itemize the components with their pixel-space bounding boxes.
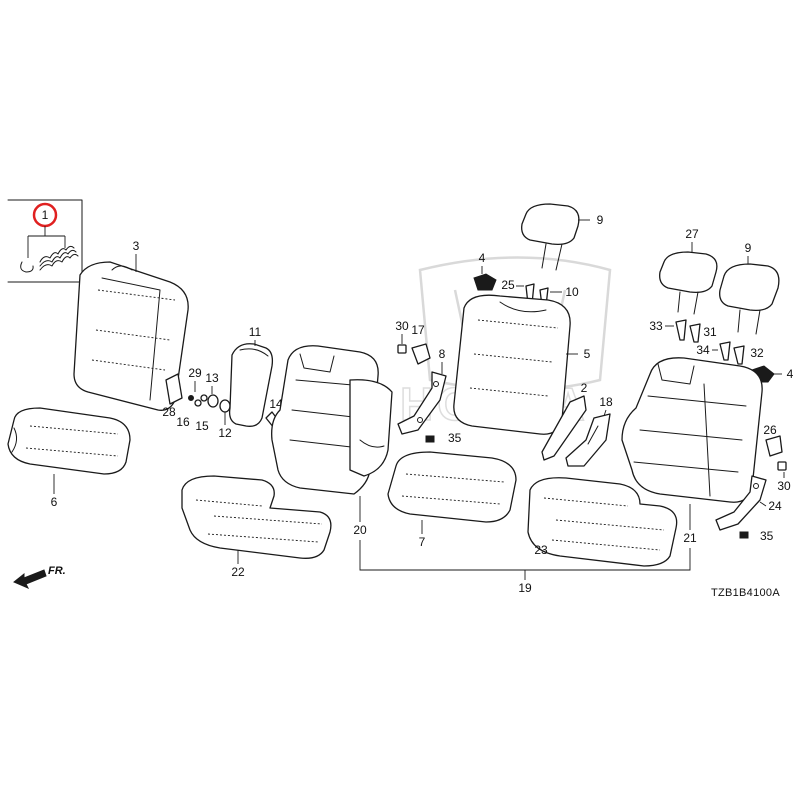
part-12-cap bbox=[219, 399, 231, 413]
part-28-bracket bbox=[165, 373, 183, 405]
callout-4-right[interactable]: 4 bbox=[787, 367, 794, 381]
callout-30-left[interactable]: 30 bbox=[395, 319, 409, 333]
part-8-hinge-bracket bbox=[397, 371, 447, 435]
callout-32[interactable]: 32 bbox=[750, 346, 764, 360]
part-16-pin bbox=[188, 395, 194, 401]
part-9-headrest-center bbox=[521, 203, 580, 271]
callout-14[interactable]: 14 bbox=[269, 397, 283, 411]
part-33-guide bbox=[675, 319, 687, 341]
part-13-bushing bbox=[207, 394, 219, 408]
callout-13[interactable]: 13 bbox=[205, 371, 219, 385]
part-7-center-cushion bbox=[387, 451, 517, 523]
callout-30-right[interactable]: 30 bbox=[777, 479, 791, 493]
part-4-latch-center bbox=[473, 273, 497, 291]
callout-16[interactable]: 16 bbox=[176, 415, 190, 429]
part-22-cushion bbox=[181, 475, 332, 559]
callout-28[interactable]: 28 bbox=[162, 405, 176, 419]
part-35-bolt-right bbox=[739, 531, 749, 539]
part-2-trim bbox=[541, 395, 587, 461]
part-18-hinge-cover bbox=[565, 413, 611, 467]
callout-34[interactable]: 34 bbox=[696, 343, 710, 357]
callout-9-right[interactable]: 9 bbox=[745, 241, 752, 255]
callout-27[interactable]: 27 bbox=[685, 227, 699, 241]
callout-7[interactable]: 7 bbox=[419, 535, 426, 549]
callout-3[interactable]: 3 bbox=[133, 239, 140, 253]
callout-1[interactable]: 1 bbox=[42, 208, 49, 222]
spring-coil bbox=[39, 245, 79, 271]
front-direction-arrow: FR. bbox=[13, 565, 66, 589]
part-23-right-cushion bbox=[527, 477, 678, 567]
callout-5[interactable]: 5 bbox=[584, 347, 591, 361]
callout-20[interactable]: 20 bbox=[353, 523, 367, 537]
part-9-headrest-right bbox=[719, 263, 780, 335]
callout-23[interactable]: 23 bbox=[534, 543, 548, 557]
part-20-center-seatback-frame bbox=[271, 345, 393, 495]
callout-8[interactable]: 8 bbox=[439, 347, 446, 361]
callout-9-center[interactable]: 9 bbox=[597, 213, 604, 227]
callout-35-right[interactable]: 35 bbox=[760, 529, 774, 543]
arrow-icon bbox=[13, 569, 47, 589]
part-30-bolt-left bbox=[397, 344, 407, 354]
part-34-guide bbox=[719, 341, 731, 361]
part-24-hinge-bracket bbox=[715, 475, 767, 531]
part-32-guide bbox=[733, 345, 745, 365]
part-27-headrest bbox=[659, 251, 718, 315]
callout-22[interactable]: 22 bbox=[231, 565, 245, 579]
callout-17[interactable]: 17 bbox=[411, 323, 425, 337]
diagram-code: TZB1B4100A bbox=[711, 587, 780, 599]
part-21-right-seatback-frame bbox=[621, 357, 763, 503]
part-11-armrest bbox=[228, 343, 274, 427]
callout-6[interactable]: 6 bbox=[51, 495, 58, 509]
callout-12[interactable]: 12 bbox=[218, 426, 232, 440]
callout-26[interactable]: 26 bbox=[763, 423, 777, 437]
part-26-cover bbox=[765, 435, 783, 457]
callout-2[interactable]: 2 bbox=[581, 381, 588, 395]
callout-10[interactable]: 10 bbox=[565, 285, 579, 299]
callout-19[interactable]: 19 bbox=[518, 581, 532, 595]
front-label: FR. bbox=[48, 565, 66, 577]
part-15-washer bbox=[194, 399, 202, 407]
part-6-left-cushion bbox=[7, 407, 131, 475]
part-31-guide bbox=[689, 323, 701, 343]
callout-21[interactable]: 21 bbox=[683, 531, 697, 545]
part-30-bolt-right bbox=[777, 461, 787, 471]
callout-31[interactable]: 31 bbox=[703, 325, 717, 339]
callout-24[interactable]: 24 bbox=[768, 499, 782, 513]
callout-18[interactable]: 18 bbox=[599, 395, 613, 409]
callout-35-left[interactable]: 35 bbox=[448, 431, 462, 445]
clip-ring bbox=[20, 261, 34, 273]
part-3-left-seatback bbox=[73, 261, 189, 411]
part-5-center-seatback bbox=[453, 294, 571, 435]
part-17-cap bbox=[411, 343, 431, 365]
callout-11[interactable]: 11 bbox=[249, 325, 262, 339]
callout-25[interactable]: 25 bbox=[501, 278, 515, 292]
parts-guides-right bbox=[675, 319, 745, 365]
part-29-washer bbox=[200, 394, 208, 402]
inset-part-1: 1 bbox=[7, 199, 83, 283]
small-parts-armrest-hardware bbox=[165, 373, 231, 413]
callout-4-center[interactable]: 4 bbox=[479, 251, 486, 265]
callout-33[interactable]: 33 bbox=[649, 319, 663, 333]
callout-15[interactable]: 15 bbox=[195, 419, 209, 433]
callout-29[interactable]: 29 bbox=[188, 366, 202, 380]
part-35-bolt-left bbox=[425, 435, 435, 443]
